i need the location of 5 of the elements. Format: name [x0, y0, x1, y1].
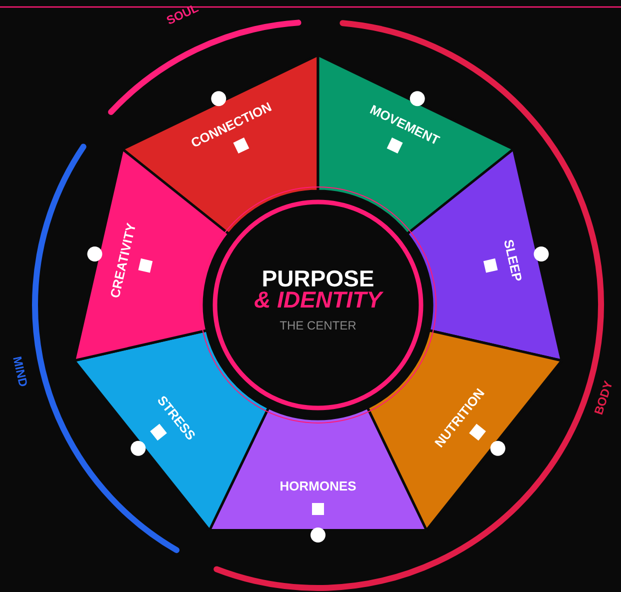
segment: HORMONES	[208, 406, 428, 532]
arc-label: BODY	[594, 380, 612, 415]
arc-label: SOUL	[166, 5, 199, 24]
segment: SLEEP	[406, 148, 563, 362]
arc-label: MIND	[13, 356, 27, 386]
